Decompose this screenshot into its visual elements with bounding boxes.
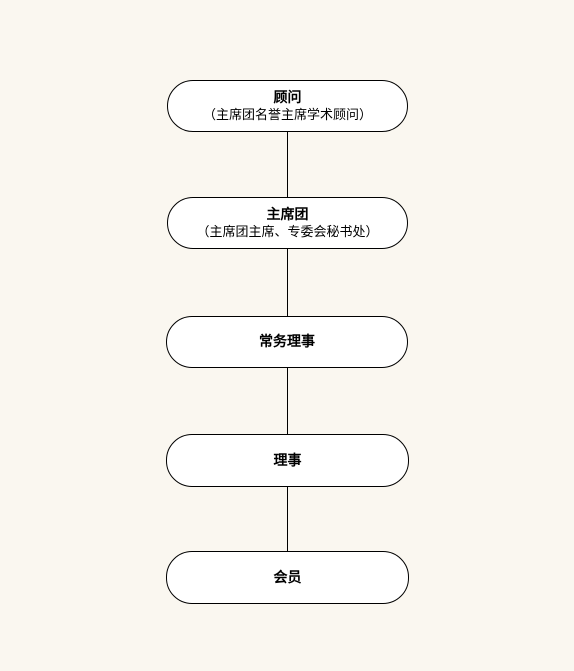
node-member: 会员 [166,551,409,604]
node-advisor-title: 顾问 [273,89,302,106]
node-presidium-subtitle: （主席团主席、专委会秘书处） [196,224,379,240]
connector-council-member [287,486,288,552]
node-council: 理事 [166,434,409,487]
connector-advisor-presidium [287,131,288,198]
node-standing-council-title: 常务理事 [259,334,315,350]
connector-presidium-standing-council [287,248,288,316]
node-presidium-title: 主席团 [266,206,309,223]
node-advisor: 顾问 （主席团名誉主席学术顾问） [167,80,408,132]
node-member-title: 会员 [273,569,302,586]
node-council-title: 理事 [273,452,302,469]
node-advisor-subtitle: （主席团名誉主席学术顾问） [202,107,372,123]
node-standing-council: 常务理事 [166,316,408,368]
node-presidium: 主席团 （主席团主席、专委会秘书处） [167,197,408,249]
connector-standing-council-council [287,367,288,435]
